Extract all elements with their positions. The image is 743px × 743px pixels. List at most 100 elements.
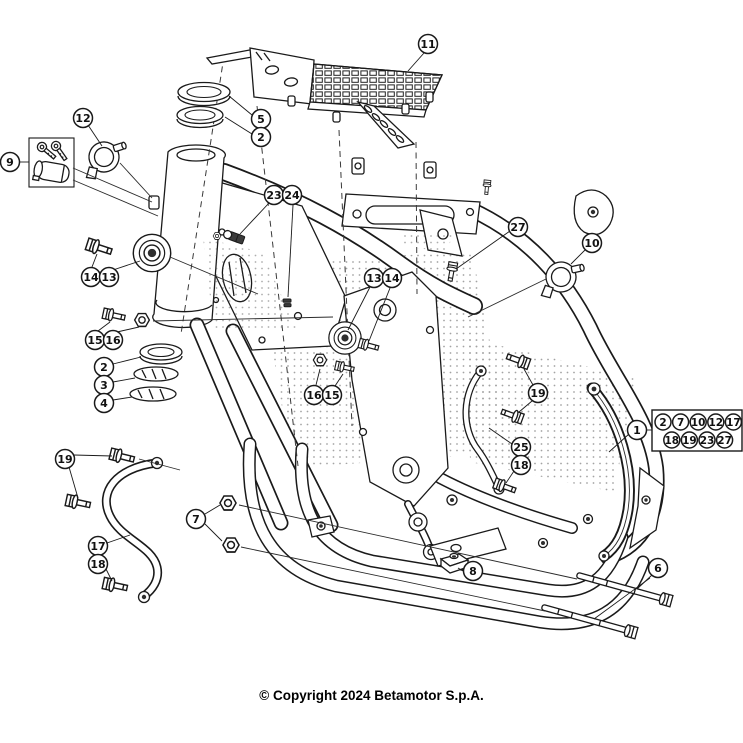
- leader-line: [112, 356, 142, 365]
- leader-line: [570, 249, 586, 265]
- callout-15[interactable]: 15: [321, 384, 343, 406]
- svg-text:16: 16: [105, 334, 121, 347]
- callout-18[interactable]: 18: [87, 553, 109, 575]
- callout-16[interactable]: 16: [102, 329, 124, 351]
- bolt-gusset: [212, 232, 222, 240]
- callout-14[interactable]: 14: [381, 267, 403, 289]
- callout-13[interactable]: 13: [363, 267, 385, 289]
- clevis-lug: [351, 157, 437, 179]
- svg-text:18: 18: [513, 459, 528, 472]
- leader-line: [116, 326, 140, 333]
- leader-line: [91, 253, 98, 268]
- leader-line: [106, 534, 131, 544]
- svg-text:5: 5: [257, 113, 265, 126]
- callout-18[interactable]: 18: [510, 454, 532, 476]
- callout-27[interactable]: 27: [507, 216, 529, 238]
- svg-text:23: 23: [700, 435, 715, 447]
- leader-line: [347, 286, 371, 331]
- leader-line: [334, 373, 344, 387]
- construction-lines: [180, 55, 418, 467]
- leader-line: [407, 52, 425, 72]
- bracket-part-17: [101, 456, 164, 604]
- svg-text:24: 24: [284, 189, 300, 202]
- svg-text:1: 1: [633, 424, 641, 437]
- callout-leader-lines: [19, 52, 653, 620]
- svg-text:2: 2: [257, 131, 265, 144]
- callout-4[interactable]: 4: [93, 392, 115, 414]
- leader-line: [523, 368, 534, 386]
- callout-3[interactable]: 3: [93, 374, 115, 396]
- footrest-plate: [205, 47, 443, 149]
- callout-8[interactable]: 8: [462, 560, 484, 582]
- bolt-part-18a: [101, 575, 130, 596]
- leader-line: [105, 568, 113, 582]
- callout-23[interactable]: 23: [263, 184, 285, 206]
- bracket-part-25: [462, 365, 505, 495]
- svg-text:11: 11: [420, 38, 435, 51]
- svg-text:16: 16: [306, 389, 322, 402]
- leader-line: [368, 287, 391, 342]
- svg-text:23: 23: [266, 189, 281, 202]
- svg-text:3: 3: [100, 379, 108, 392]
- callout-24[interactable]: 24: [281, 184, 303, 206]
- leader-line: [315, 368, 321, 386]
- callout-23[interactable]: 23: [698, 431, 716, 449]
- leader-line: [518, 400, 533, 413]
- nut-part-7b: [222, 537, 240, 553]
- svg-text:2: 2: [659, 417, 666, 429]
- callout-17[interactable]: 17: [87, 535, 109, 557]
- callout-12[interactable]: 12: [707, 413, 725, 431]
- callout-14[interactable]: 14: [80, 266, 102, 288]
- svg-text:8: 8: [469, 565, 477, 578]
- svg-text:10: 10: [584, 237, 600, 250]
- nut-part-16b: [312, 353, 328, 367]
- callout-17[interactable]: 17: [724, 413, 743, 431]
- steering-head-tube: [148, 144, 226, 329]
- callout-1[interactable]: 1: [626, 419, 648, 441]
- subframe-beam: [341, 193, 481, 235]
- leader-line: [73, 454, 113, 457]
- callout-11[interactable]: 11: [417, 33, 439, 55]
- leader-line: [228, 95, 253, 116]
- callout-9[interactable]: 9: [0, 151, 21, 173]
- subframe-lug-plate: [573, 189, 614, 236]
- callout-2[interactable]: 2: [93, 356, 115, 378]
- callout-10[interactable]: 10: [581, 232, 603, 254]
- callout-7[interactable]: 7: [671, 413, 690, 431]
- callout-25[interactable]: 25: [510, 436, 532, 458]
- svg-text:13: 13: [101, 271, 116, 284]
- callout-10[interactable]: 10: [689, 413, 707, 431]
- callout-6[interactable]: 6: [647, 557, 669, 579]
- callout-19[interactable]: 19: [54, 448, 76, 470]
- p-clip-part-24: [282, 298, 292, 308]
- callout-27[interactable]: 27: [715, 431, 734, 449]
- leader-line: [457, 567, 464, 572]
- callout-19[interactable]: 19: [527, 382, 549, 404]
- leader-line: [112, 377, 136, 383]
- steering-bearing-rings: [176, 81, 231, 129]
- svg-text:7: 7: [192, 513, 200, 526]
- leader-line: [97, 321, 111, 332]
- callout-16[interactable]: 16: [303, 384, 325, 406]
- svg-text:19: 19: [57, 453, 72, 466]
- callout-15[interactable]: 15: [84, 329, 106, 351]
- callout-7[interactable]: 7: [185, 508, 207, 530]
- leader-line: [204, 523, 223, 542]
- bolt-part-15: [101, 306, 127, 325]
- svg-text:25: 25: [513, 441, 528, 454]
- leader-line: [239, 202, 270, 235]
- leader-line: [488, 427, 513, 445]
- callout-2[interactable]: 2: [250, 126, 272, 148]
- bolt-part-19a2: [64, 492, 93, 513]
- callout-19[interactable]: 19: [680, 431, 699, 449]
- callout-13[interactable]: 13: [98, 266, 120, 288]
- svg-text:12: 12: [75, 112, 90, 125]
- callout-12[interactable]: 12: [72, 107, 94, 129]
- leader-line: [112, 396, 133, 401]
- callout-5[interactable]: 5: [250, 108, 272, 130]
- callout-2[interactable]: 2: [654, 413, 672, 431]
- callout-18[interactable]: 18: [663, 431, 681, 449]
